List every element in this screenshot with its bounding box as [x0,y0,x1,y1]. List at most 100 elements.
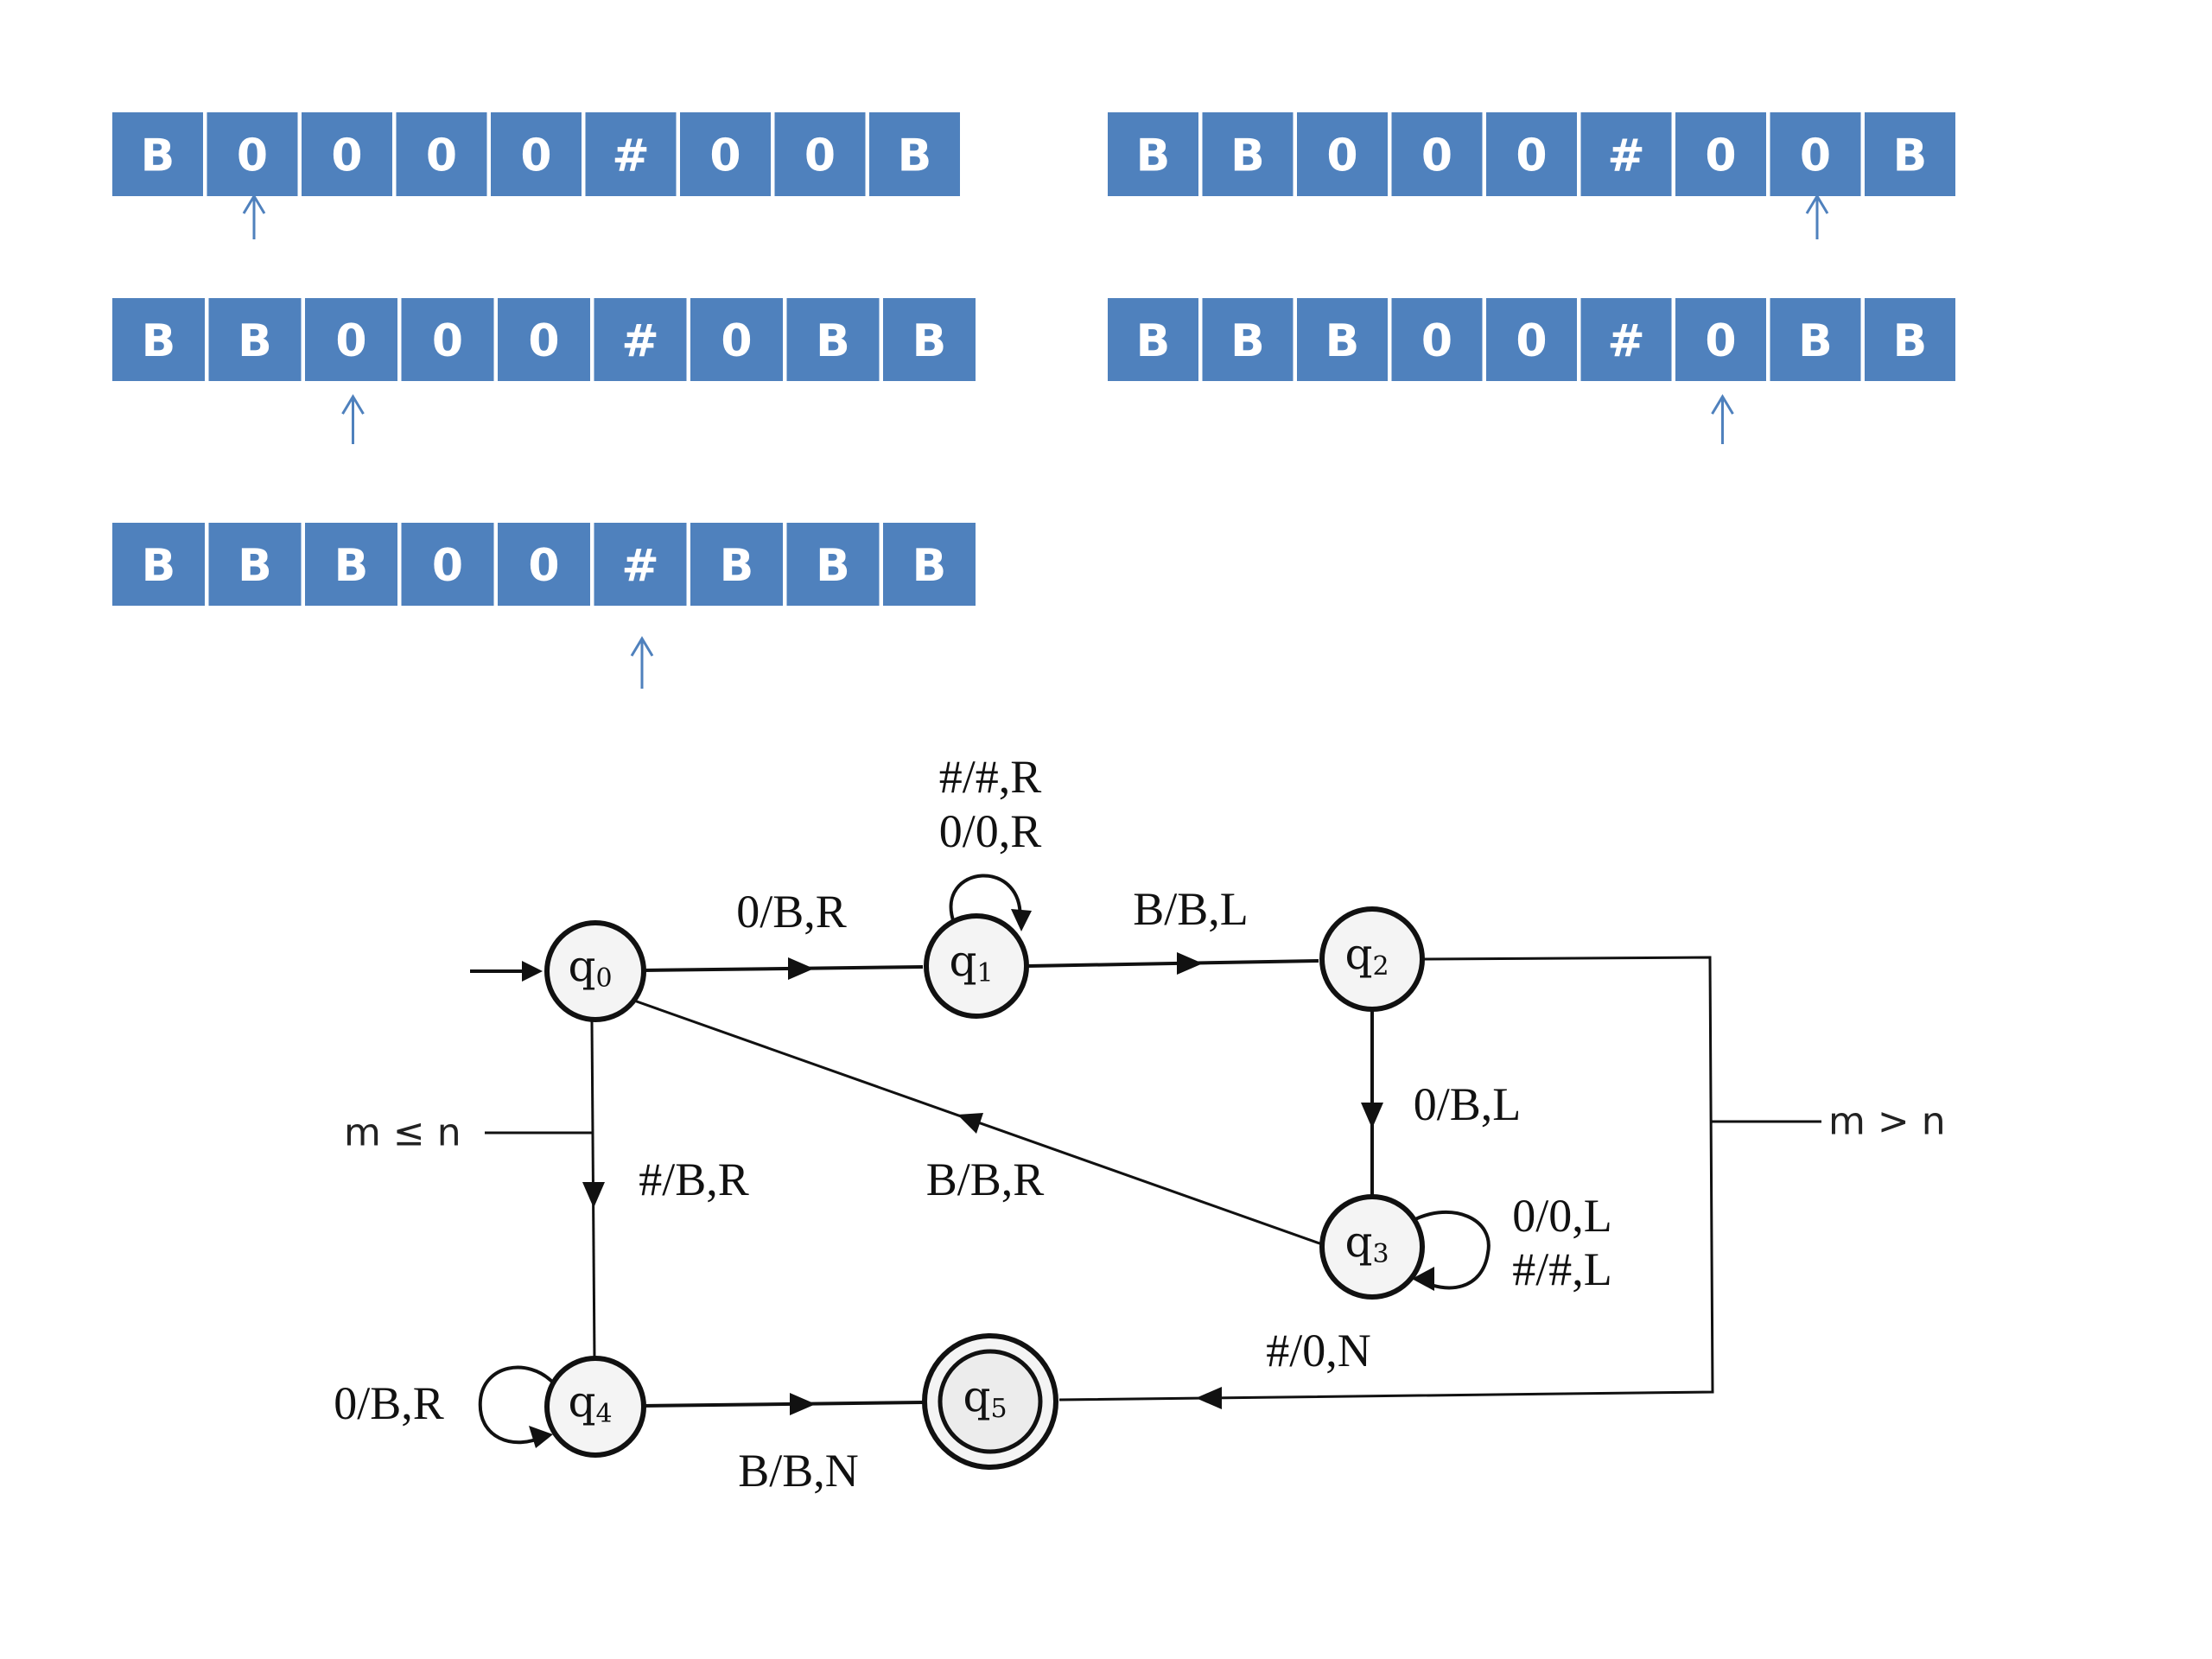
tape-symbol: # [1607,130,1645,182]
tape-symbol: 0 [1705,315,1736,367]
label-q1-loop-2: 0/0,R [939,805,1042,857]
tape-cell: # [1580,298,1672,381]
tape-symbol: 0 [1326,130,1357,182]
svg-text:q2: q2 [1344,929,1389,982]
label-q1-q2: B/B,L [1133,883,1249,935]
tape-symbol: 0 [520,130,551,182]
tape-cell: B [112,112,203,196]
tape-cell: B [1108,112,1198,196]
state-q0: q0 [544,920,646,1022]
tape-cell: B [1202,298,1294,381]
tape-cell: 0 [396,112,487,196]
tape-symbol: B [334,540,369,592]
state-q4: q4 [544,1356,646,1458]
tape-symbol: B [1136,130,1171,182]
tape-symbol: B [898,130,932,182]
tape-cell: B [690,523,783,606]
tape-cell: # [594,523,687,606]
tape-cell: 0 [491,112,582,196]
state-q2: q2 [1319,906,1425,1012]
tape-symbol: # [612,130,650,182]
state-q1: q1 [924,913,1029,1019]
arrowhead-loop-q1 [1011,909,1032,931]
label-q4-q5: B/B,N [738,1445,859,1497]
arrowhead-q3-q0 [957,1113,983,1134]
loop-q4 [478,1365,555,1445]
tape-cell: B [112,523,205,606]
arrowhead-q1-q2 [1177,952,1203,975]
tape-cell: B [786,298,880,381]
tape-cell: 0 [1391,298,1483,381]
label-q2-q5: #/0,N [1266,1325,1371,1376]
condition-m-gt-n: m > n [1828,1100,1946,1144]
tape-cell: 0 [498,523,590,606]
svg-text:q5: q5 [963,1371,1007,1424]
tape-cell: B [1297,298,1388,381]
start-arrowhead [522,961,543,982]
tape-cell: 0 [774,112,866,196]
tape-symbol: 0 [1516,315,1547,367]
tape-cell: 0 [1486,298,1577,381]
tape-symbol: B [816,315,850,367]
state-q3: q3 [1319,1194,1425,1300]
tape-symbol: 0 [426,130,457,182]
tape-cell: B [883,298,976,381]
tape-cell: B [869,112,960,196]
tape-symbol: 0 [709,130,741,182]
tape-cell: 0 [680,112,771,196]
tape-symbol: B [238,315,272,367]
label-q3-q0: B/B,R [926,1154,1045,1205]
tape-cell: 0 [305,298,397,381]
label-q3-loop-1: 0/0,L [1512,1190,1612,1242]
tape-symbol: 0 [528,315,559,367]
tape-cell: 0 [498,298,590,381]
tape-head-arrow-icon [1711,394,1734,444]
tape-head-arrow-icon [341,394,365,444]
tape-symbol: 0 [237,130,268,182]
loop-q3 [1413,1211,1491,1290]
tape-symbol: B [238,540,272,592]
tape-symbol: B [912,315,947,367]
tape-head-arrow-icon [1805,194,1829,239]
arrowhead-q4-q5 [790,1393,816,1415]
loop-q1 [949,874,1022,925]
tape-symbol: # [1607,315,1645,367]
tape-cell: B [305,523,397,606]
tape-cell: 0 [207,112,298,196]
condition-m-le-n: m ≤ n [344,1111,461,1155]
label-q3-loop-2: #/#,L [1512,1243,1612,1295]
tape-cell: B [1108,298,1198,381]
tape-symbol: B [912,540,947,592]
svg-text:q0: q0 [568,941,612,994]
svg-text:q3: q3 [1344,1217,1389,1269]
tape-cell: 0 [401,523,494,606]
tape-cell: # [594,298,687,381]
tape-symbol: B [142,540,176,592]
tape-cell: 0 [1391,112,1483,196]
tape-cell: 0 [1770,112,1861,196]
tape-symbol: # [621,315,659,367]
tape-symbol: B [1230,130,1265,182]
svg-text:q1: q1 [949,936,993,988]
tape-symbol: 0 [528,540,559,592]
tape-symbol: B [1798,315,1833,367]
tape-cell: # [585,112,677,196]
tape-head-arrow-icon [630,636,654,689]
arrowhead-loop-q4 [529,1426,553,1448]
tape-cell: B [112,298,205,381]
tape-symbol: B [1230,315,1265,367]
arrowhead-q0-q4 [582,1182,605,1208]
arrowhead-q2-q3 [1361,1103,1383,1128]
tape-symbol: B [816,540,850,592]
tape-symbol: B [1325,315,1360,367]
tape-symbol: 0 [331,130,362,182]
arrowhead-loop-q3 [1412,1267,1434,1291]
tape-symbol: 0 [1800,130,1831,182]
tape-cell: B [1865,298,1955,381]
tape-cell: # [1580,112,1672,196]
